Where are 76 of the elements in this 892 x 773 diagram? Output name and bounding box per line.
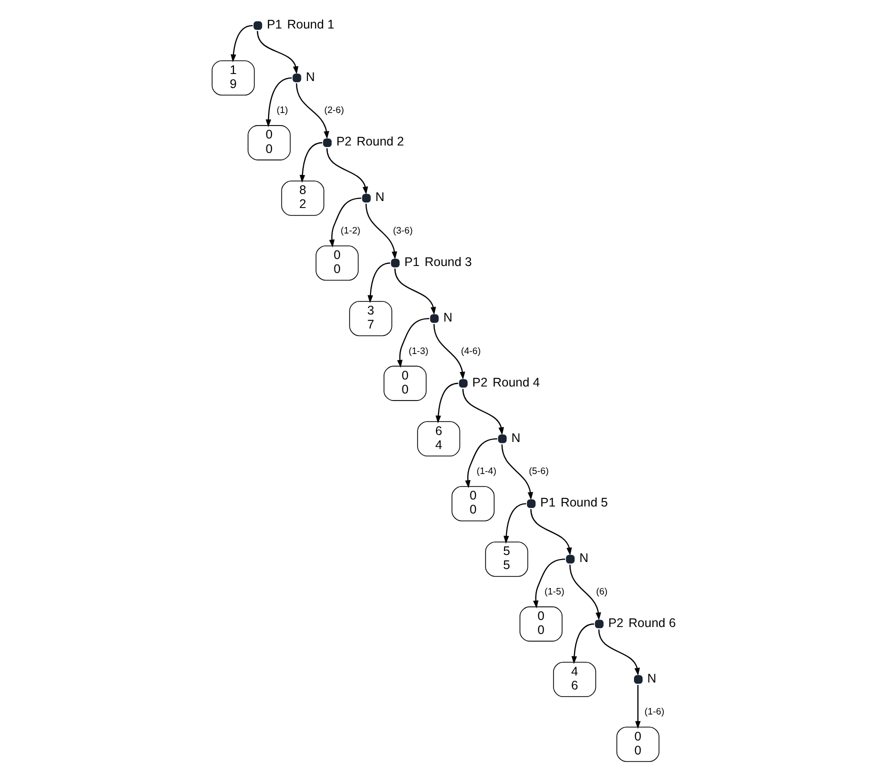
arrow [265,77,292,128]
node-circle [566,554,574,564]
arrow [299,142,322,183]
node-box: 0 0 [383,366,426,401]
arrow [464,438,497,488]
arrow [568,564,601,620]
node-label: P2 [472,375,488,390]
node-circle [390,258,400,268]
node-circle [458,379,468,388]
edge-label: (1-4) [476,466,496,476]
arrow [328,198,361,248]
node-label: P1 [540,496,556,510]
node-box: 0 0 [519,606,562,642]
node-label: N [305,70,314,84]
node-label: N [510,430,520,445]
node-label: P2 [336,134,352,149]
edge-label: (4-6) [460,346,480,356]
edge-label: (5-6) [528,466,548,476]
node-label: P1 [404,255,420,270]
node-box: 5 5 [484,542,528,577]
arrow [230,24,252,62]
node-circle [322,138,332,148]
node-box: 3 7 [348,300,392,336]
node-box: 8 2 [280,180,324,216]
edge-label: (3-6) [392,225,412,236]
node-box: 0 0 [616,726,659,762]
node-label: Round 2 [356,134,404,149]
node-label: Round 1 [286,18,334,32]
node-box: 0 0 [315,245,358,281]
arrow [500,444,533,500]
node-label: Round 4 [492,375,540,390]
edge-label: (1-3) [408,346,428,356]
node-circle [362,194,370,203]
node-circle [526,499,536,508]
node-box: 1 9 [211,60,254,96]
node-label: Round 3 [424,255,472,270]
edge-label: (2-6) [324,105,344,116]
edge-label: (1-6) [644,706,664,717]
arrow [634,684,640,729]
node-circle [498,434,506,444]
node-label: P1 [266,18,282,32]
arrow [598,629,640,676]
arrow [396,318,429,368]
edge-label: (1-5) [544,586,564,596]
node-label: Round 5 [560,496,608,510]
arrow [503,503,526,544]
node-circle [253,21,262,30]
node-label: N [374,190,384,204]
arrow [462,388,504,436]
arrow [571,623,594,664]
node-label: N [578,551,588,566]
node-box: 0 0 [451,486,494,522]
arrow [532,558,565,608]
arrow [295,83,329,140]
node-label: P2 [608,616,624,630]
arrow [364,204,397,260]
node-circle [634,675,642,684]
node-box: 0 0 [247,125,290,160]
node-label: N [646,671,656,686]
arrow [435,382,458,424]
edge-label: (6) [596,586,608,596]
arrow [367,262,390,304]
arrow [530,509,572,556]
node-circle [430,314,438,323]
node-circle [594,620,604,628]
arrow [394,268,436,315]
edge-label: (1-2) [340,225,360,236]
node-circle [292,74,301,82]
node-label: Round 6 [628,616,676,630]
arrow [256,30,298,74]
node-box: 6 4 [416,421,460,456]
node-box: 4 6 [552,662,596,698]
arrow [326,148,368,194]
arrow [432,324,465,380]
node-label: N [442,310,452,324]
edge-label: (1) [276,105,288,116]
